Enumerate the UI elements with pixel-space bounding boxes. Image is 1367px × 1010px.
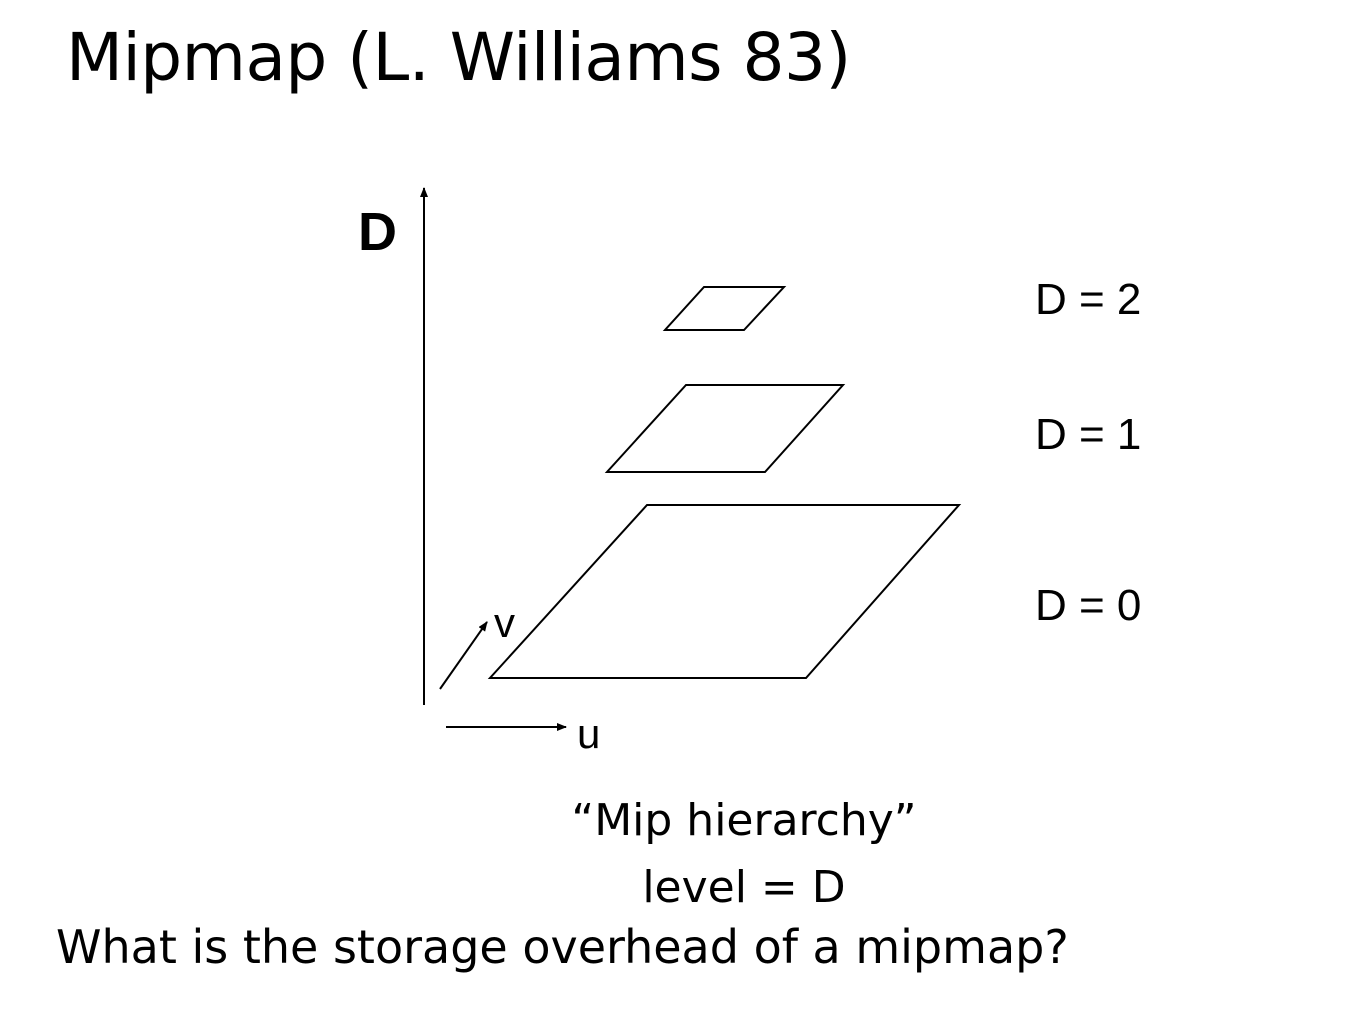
d-axis-label: D	[358, 202, 397, 262]
caption-mip-hierarchy: “Mip hierarchy”	[571, 795, 917, 846]
v-axis-label: v	[494, 599, 515, 646]
caption-level-equals-d: level = D	[642, 862, 846, 913]
level-label-0: D = 0	[1035, 581, 1141, 630]
slide-title: Mipmap (L. Williams 83)	[66, 19, 851, 96]
mip-level-1	[604, 384, 846, 473]
mip-level-0	[487, 504, 962, 679]
mip-level-2	[662, 286, 787, 331]
level-label-2: D = 2	[1035, 275, 1141, 324]
u-axis-label: u	[577, 710, 600, 757]
level-label-1: D = 1	[1035, 410, 1141, 459]
storage-overhead-question: What is the storage overhead of a mipmap…	[56, 920, 1069, 974]
v-axis-line	[439, 621, 488, 690]
